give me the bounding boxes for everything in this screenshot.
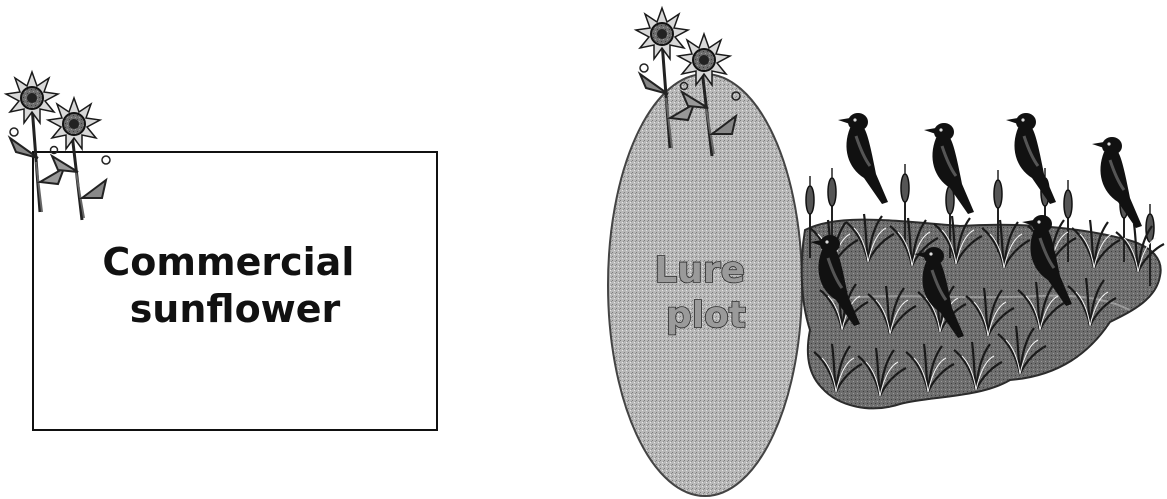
cattail-marsh-icon [802, 164, 1164, 408]
